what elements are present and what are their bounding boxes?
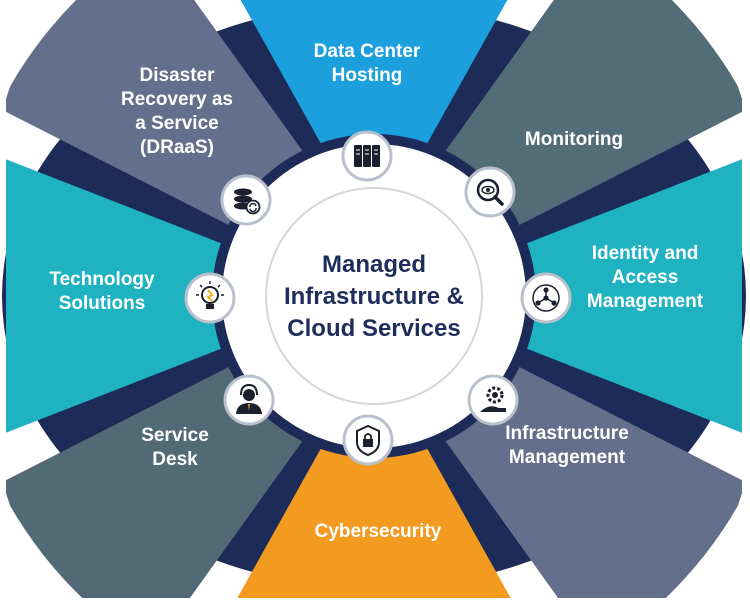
- segment-monitoring: [443, 0, 742, 227]
- segment-label-monitoring-line-1: Monitoring: [525, 129, 623, 150]
- segment-label-infrastructure-management-line-2: Management: [509, 447, 626, 468]
- network-nodes-icon: [520, 272, 572, 324]
- segment-infrastructure-management: [443, 365, 742, 598]
- segment-data-center-hosting: [240, 0, 508, 147]
- center-title-line-3: Cloud Services: [287, 315, 460, 342]
- center-title-line-2: Infrastructure &: [284, 283, 464, 310]
- server-rack-icon: [341, 130, 393, 182]
- segment-label-cybersecurity-line-1: Cybersecurity: [315, 521, 442, 542]
- gear-hand-icon: [467, 374, 519, 426]
- segment-icons: [184, 130, 572, 466]
- segment-service-desk: [6, 365, 305, 598]
- segment-label-technology-solutions-line-1: Technology: [49, 269, 155, 290]
- segment-label-identity-access-management-line-2: Access: [612, 267, 679, 288]
- eye-magnifier-icon: [464, 166, 516, 218]
- segment-identity-access-management: [523, 159, 742, 433]
- segment-label-service-desk-line-2: Desk: [152, 449, 198, 470]
- segment-disaster-recovery: [6, 0, 305, 227]
- icon-badge: [467, 374, 519, 426]
- center-hub: Managed Infrastructure & Cloud Services: [212, 134, 536, 458]
- segment-label-disaster-recovery-line-4: (DRaaS): [140, 137, 214, 158]
- shield-lock-icon: [342, 414, 394, 466]
- segment-label-identity-access-management-line-3: Management: [587, 291, 704, 312]
- segment-label-infrastructure-management-line-1: Infrastructure: [505, 423, 629, 444]
- center-title-line-1: Managed: [322, 251, 426, 278]
- segment-label-disaster-recovery-line-3: a Service: [135, 113, 218, 134]
- segment-technology-solutions: [6, 159, 225, 433]
- segment-label-disaster-recovery-line-2: Recovery as: [121, 89, 233, 110]
- lightbulb-icon: [184, 272, 236, 324]
- segment-cybersecurity: [237, 445, 511, 598]
- segment-label-disaster-recovery-line-1: Disaster: [140, 65, 216, 86]
- segment-label-technology-solutions-line-2: Solutions: [59, 293, 146, 314]
- icon-badge: [464, 166, 516, 218]
- segment-group: [6, 0, 742, 598]
- segment-label-identity-access-management-line-1: Identity and: [592, 243, 699, 264]
- database-sync-icon: [220, 174, 272, 226]
- center-inner-circle: [265, 187, 483, 405]
- segment-label-service-desk-line-1: Service: [141, 425, 209, 446]
- segment-label-data-center-hosting-line-1: Data Center: [314, 41, 421, 62]
- segment-label-data-center-hosting-line-2: Hosting: [332, 65, 403, 86]
- headset-agent-icon: [223, 374, 275, 426]
